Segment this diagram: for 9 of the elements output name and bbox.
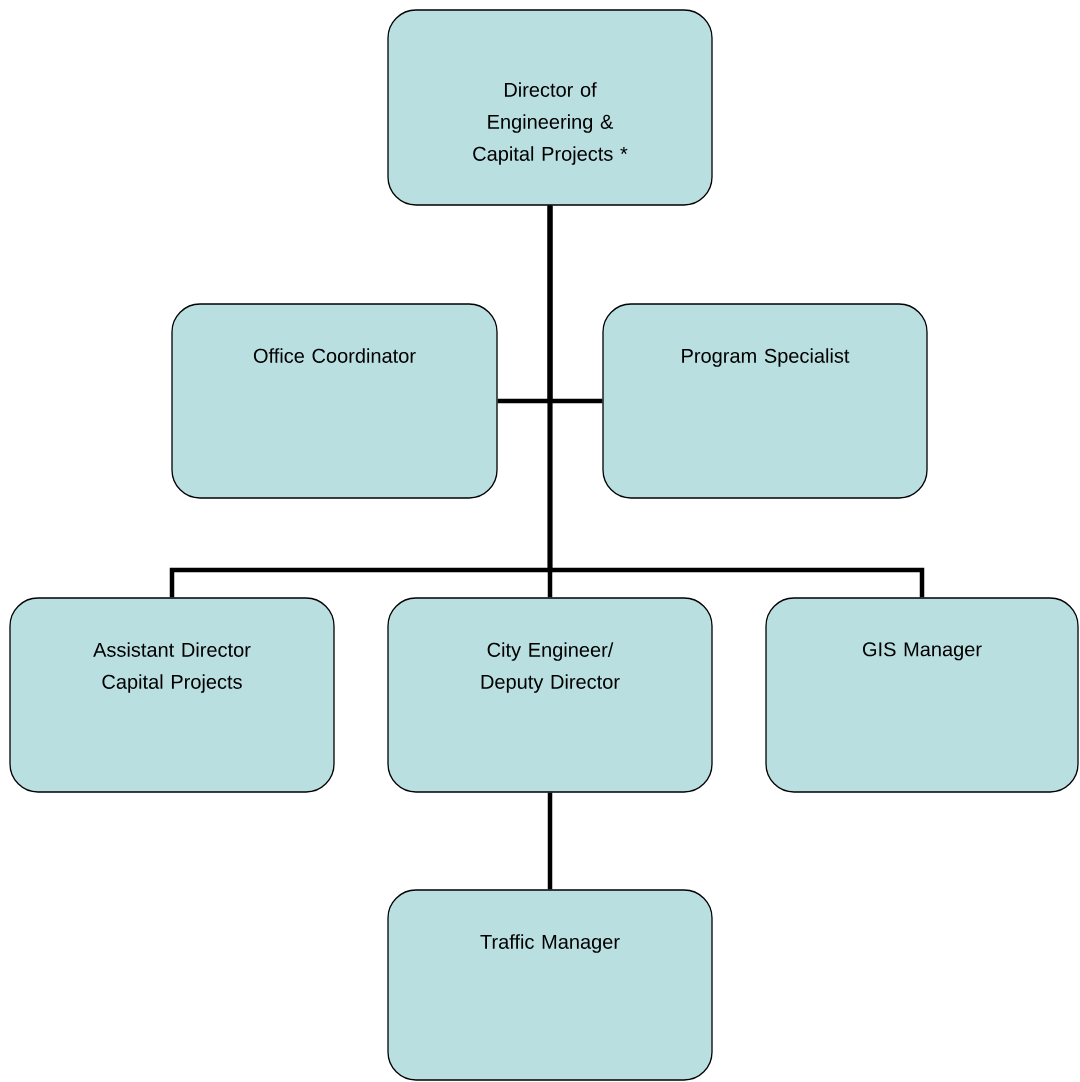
org-box: Program Specialist: [602, 303, 928, 499]
connector-line: [547, 205, 925, 598]
org-box: Office Coordinator: [171, 303, 498, 499]
org-box: Traffic Manager: [387, 889, 713, 1081]
org-box: City Engineer/ Deputy Director: [387, 597, 713, 793]
org-box: GIS Manager: [765, 597, 1079, 793]
connector-line: [547, 792, 553, 890]
org-box: Assistant Director Capital Projects: [9, 597, 335, 793]
org-box: Director of Engineering & Capital Projects *: [387, 9, 713, 206]
